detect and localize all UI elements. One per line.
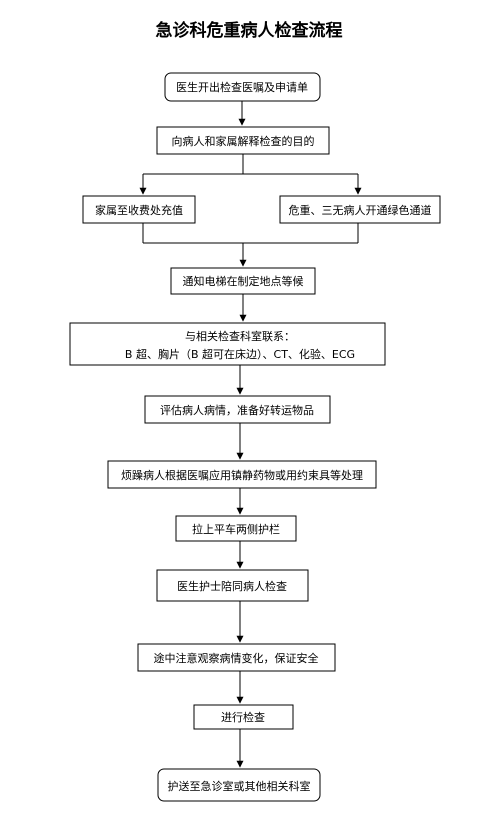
step-box-9 [156,569,309,602]
page-title: 急诊科危重病人检查流程 [156,20,343,41]
step-box-11 [193,704,294,730]
step-8-label: 拉上平车两侧护栏 [192,522,280,536]
step-12-label: 护送至急诊室或其他相关科室 [168,779,311,793]
step-11-label: 进行检查 [221,710,265,724]
step-4-label: 通知电梯在制定地点等候 [183,274,304,288]
step-5-label-line2: B 超、胸片（B 超可在床边）、CT、化验、ECG [125,347,355,361]
step-7-label: 烦躁病人根据医嘱应用镇静药物或用约束具等处理 [121,468,363,482]
step-9-label: 医生护士陪同病人检查 [177,579,287,593]
step-3b-label: 危重、三无病人开通绿色通道 [289,203,432,217]
step-box-4 [170,267,316,295]
step-box-8 [175,515,297,542]
step-2-label: 向病人和家属解释检查的目的 [172,134,315,148]
step-box-3a [82,195,196,224]
step-box-5 [69,322,386,366]
step-10-label: 途中注意观察病情变化，保证安全 [154,651,319,665]
step-5-label-line1: 与相关检查科室联系： [185,329,295,343]
step-box-3b [279,195,441,224]
step-box-2 [156,126,330,155]
step-6-label: 评估病人病情，准备好转运物品 [160,403,314,417]
step-3a-label: 家属至收费处充值 [95,203,183,217]
step-box-12 [157,768,321,802]
step-box-10 [137,643,336,672]
step-1-label: 医生开出检查医嘱及申请单 [176,80,308,94]
step-box-6 [144,395,331,424]
step-box-7 [107,460,377,489]
